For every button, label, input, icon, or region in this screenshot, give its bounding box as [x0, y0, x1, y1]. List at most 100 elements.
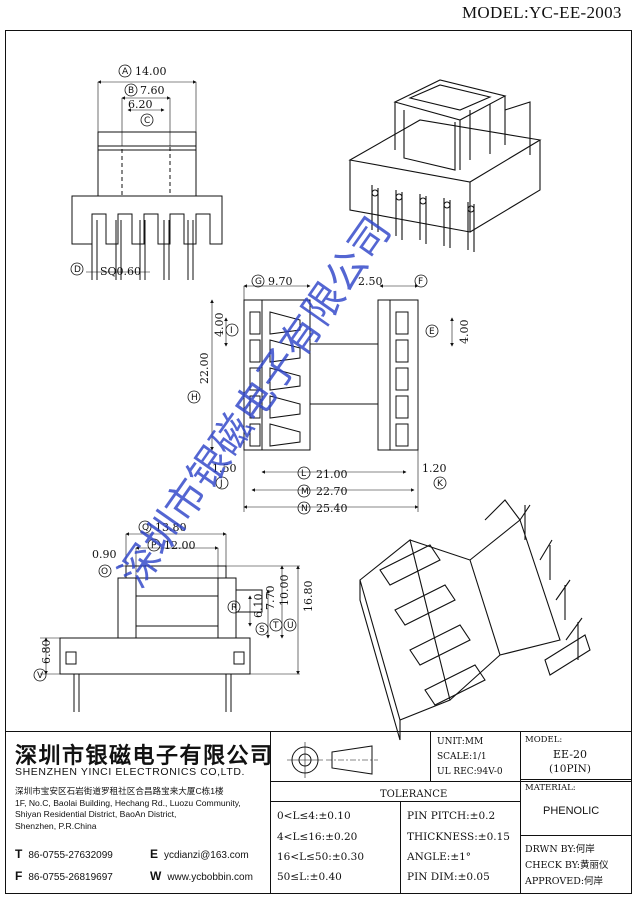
tolerance-row-4: 50≤L:±0.40 [277, 871, 342, 883]
svg-text:O: O [101, 567, 108, 577]
dim-k: 1.20 K [422, 462, 447, 490]
svg-text:I: I [230, 326, 233, 336]
material-value: PHENOLIC [543, 805, 600, 817]
dim-u: U 16.80 [283, 581, 315, 632]
pin-dim: PIN DIM:±0.05 [407, 871, 490, 883]
svg-text:L: L [301, 469, 306, 479]
ul-rec-label: UL REC:94V-0 [437, 767, 503, 777]
bobbin-3d-bottom [359, 499, 591, 741]
svg-text:U: U [287, 621, 294, 631]
tolerance-row-1: 0<L≤4:±0.10 [277, 810, 351, 822]
drawing-frame [5, 30, 632, 894]
dim-l: L 21.00 [297, 466, 348, 481]
front-view [71, 80, 223, 280]
dim-r: R 6.10 [227, 594, 265, 619]
unit-label: UNIT:MM [437, 737, 484, 747]
svg-text:T: T [272, 621, 279, 631]
model-value: EE-20 [553, 748, 587, 761]
dim-h: 22.00 H [187, 353, 211, 404]
svg-text:P: P [151, 541, 157, 551]
svg-text:K: K [437, 479, 444, 489]
svg-text:D: D [74, 265, 81, 275]
dim-j: 1.50 J [212, 462, 237, 490]
dim-q: Q 13.80 [138, 520, 187, 534]
model-header: MODEL:YC-EE-2003 [462, 3, 622, 22]
dim-c: 6.20 C [128, 98, 154, 127]
title-block: 深圳市银磁电子有限公司 SHENZHEN YINCI ELECTRONICS C… [5, 731, 632, 894]
dim-s: S 7.70 [255, 586, 277, 636]
svg-text:25.40: 25.40 [316, 502, 348, 515]
svg-text:14.00: 14.00 [135, 65, 167, 78]
svg-text:4.00: 4.00 [213, 313, 226, 338]
svg-text:B: B [128, 86, 134, 96]
svg-text:0.90: 0.90 [92, 548, 117, 561]
top-view [210, 284, 454, 512]
check-by: CHECK BY:黄丽仪 [525, 860, 609, 871]
svg-text:6.10: 6.10 [252, 594, 265, 619]
svg-text:13.80: 13.80 [155, 521, 187, 534]
tolerance-title: TOLERANCE [380, 789, 448, 800]
dim-d: D SQ0.60 [70, 262, 141, 278]
dim-e: E 4.00 [425, 320, 471, 345]
svg-text:A: A [122, 67, 129, 77]
svg-text:6.20: 6.20 [128, 98, 153, 111]
scale-label: SCALE:1/1 [437, 752, 487, 762]
svg-text:G: G [255, 277, 262, 287]
tolerance-row-3: 16<L≤50:±0.30 [277, 851, 365, 863]
svg-text:J: J [219, 479, 223, 489]
dim-a: A 14.00 [118, 64, 167, 78]
svg-text:1.20: 1.20 [422, 462, 447, 475]
dim-v: 6.80 V [33, 640, 53, 682]
company-address: 深圳市宝安区石岩街道罗租社区合昌路宝来大厦C栋1楼 1F, No.C, Baol… [15, 786, 241, 831]
svg-text:Q: Q [142, 523, 149, 533]
material-label: MATERIAL: [525, 783, 576, 793]
svg-text:7.70: 7.70 [264, 586, 277, 611]
svg-text:6.80: 6.80 [40, 640, 53, 665]
dim-b: B 7.60 [124, 83, 165, 97]
svg-text:V: V [37, 671, 44, 681]
drawn-by: DRWN BY:何岸 [525, 844, 595, 855]
svg-text:21.00: 21.00 [316, 468, 348, 481]
svg-text:22.00: 22.00 [198, 353, 211, 385]
svg-text:F: F [418, 277, 423, 287]
svg-text:H: H [191, 393, 198, 403]
dim-i: 4.00 I [213, 313, 239, 338]
svg-text:M: M [301, 487, 309, 497]
svg-text:C: C [144, 116, 150, 126]
approved-by: APPROVED:何岸 [525, 876, 604, 887]
svg-text:SQ0.60: SQ0.60 [100, 265, 141, 278]
projection-symbol [287, 742, 378, 778]
dim-g: G 9.70 [251, 274, 293, 288]
dim-f: 2.50 F [358, 274, 428, 288]
side-view [40, 532, 300, 712]
svg-text:10.00: 10.00 [278, 575, 291, 607]
svg-text:1.50: 1.50 [212, 462, 237, 475]
svg-text:7.60: 7.60 [140, 84, 165, 97]
svg-text:N: N [301, 504, 308, 514]
svg-text:2.50: 2.50 [358, 275, 383, 288]
model-label: MODEL: [525, 735, 563, 745]
watermark-text: 深圳市银磁电子有限公司 [111, 209, 401, 596]
svg-text:E: E [429, 327, 435, 337]
dim-m: M 22.70 [297, 484, 348, 498]
dim-p: P 12.00 [147, 538, 196, 552]
svg-text:22.70: 22.70 [316, 485, 348, 498]
company-name-en: SHENZHEN YINCI ELECTRONICS CO,LTD. [15, 766, 246, 778]
svg-text:9.70: 9.70 [268, 275, 293, 288]
svg-text:4.00: 4.00 [458, 320, 471, 345]
dim-n: N 25.40 [297, 501, 348, 515]
svg-text:S: S [259, 625, 265, 635]
angle: ANGLE:±1° [407, 851, 472, 863]
svg-text:12.00: 12.00 [164, 539, 196, 552]
dim-o: 0.90 O [92, 548, 117, 578]
svg-text:16.80: 16.80 [302, 581, 315, 613]
svg-text:R: R [231, 603, 237, 613]
pin-pitch: PIN PITCH:±0.2 [407, 810, 496, 822]
tolerance-row-2: 4<L≤16:±0.20 [277, 831, 358, 843]
dim-t: T 10.00 [269, 575, 291, 632]
model-pins: (10PIN) [549, 763, 591, 775]
